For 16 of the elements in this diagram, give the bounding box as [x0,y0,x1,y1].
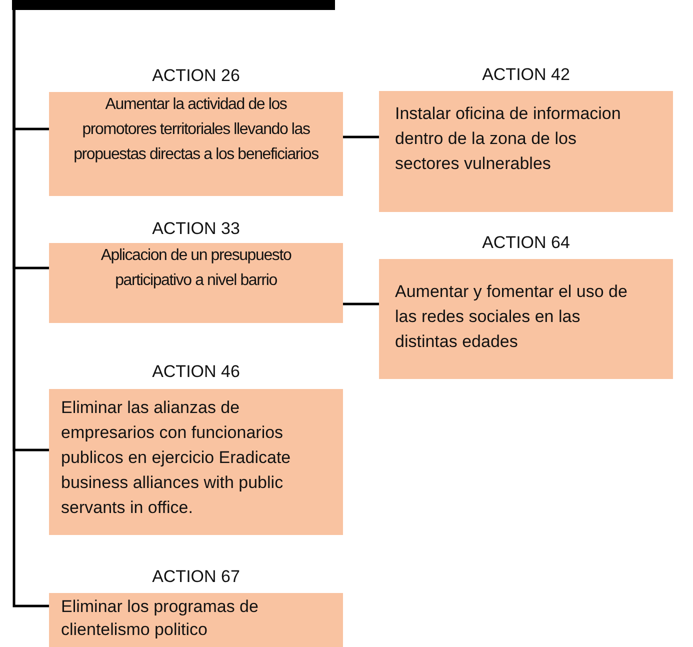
action-text: Aumentar y fomentar el uso de las redes sociales en las distintas edades [395,281,628,353]
connector-line [12,10,49,608]
header-bar [12,0,335,10]
action-heading: ACTION 46 [151,362,241,382]
connector-line [343,302,379,306]
action-text: Eliminar las alianzas de empresarios con funcionarios publicos en ejercicio Eradicate business alliances with public servants in office. [61,397,292,519]
action-heading: ACTION 26 [151,66,241,86]
action-heading: ACTION 33 [151,219,241,239]
action-text: Aplicacion de un presupuesto participativo a nivel barrio [100,246,292,291]
action-text: Eliminar los programas de clientelismo politico [61,596,260,641]
action-heading: ACTION 42 [481,65,571,85]
connector-line [343,136,379,138]
action-heading: ACTION 64 [481,233,571,253]
action-text: Aumentar la actividad de los promotores territoriales llevando las propuestas directas a los beneficiarios [73,95,319,165]
action-heading: ACTION 67 [151,567,241,587]
action-text: Instalar oficina de informacion dentro de la zona de los sectores vulnerables [395,103,622,175]
